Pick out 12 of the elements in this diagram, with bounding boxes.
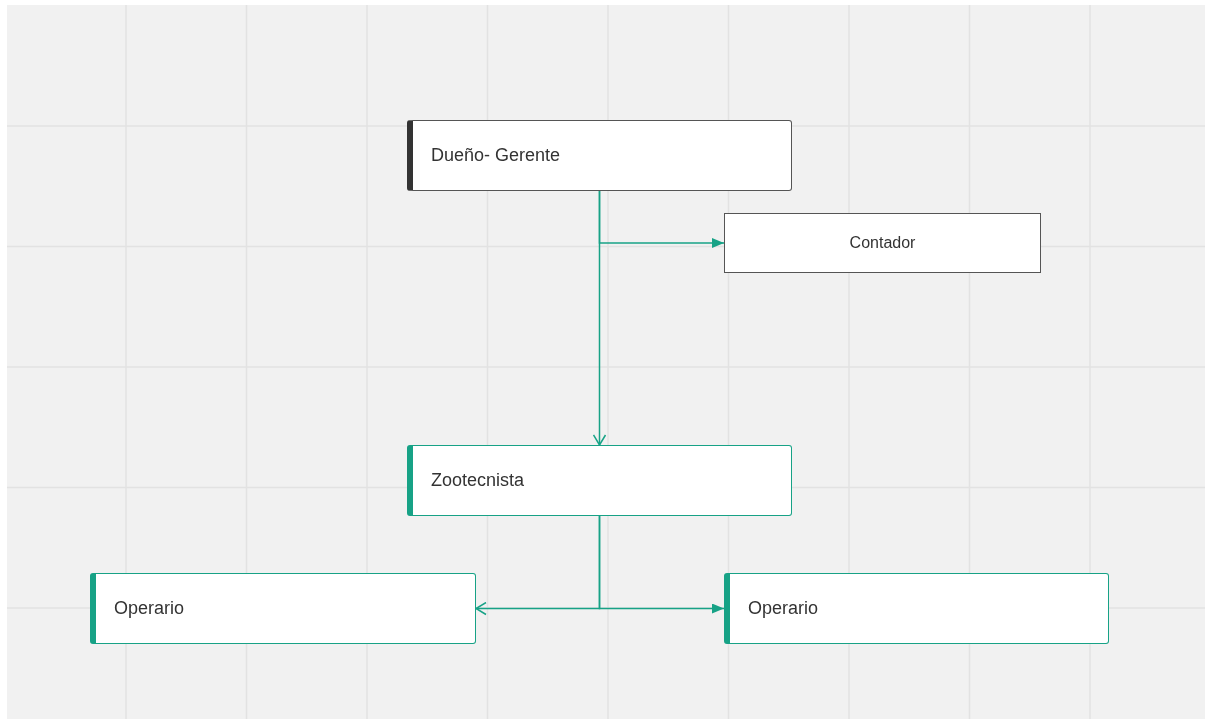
role-label: Contador <box>849 234 916 252</box>
role-box <box>90 573 476 644</box>
role-label: Operario <box>748 598 819 619</box>
arrow <box>598 515 725 614</box>
role-box <box>724 213 1041 273</box>
role-label: Zootecnista <box>431 470 525 491</box>
role-box <box>407 120 792 191</box>
role-box <box>407 445 792 516</box>
role-label: Operario <box>114 598 185 619</box>
arrow <box>592 190 607 446</box>
role-label: Dueño- Gerente <box>431 145 561 166</box>
role-box <box>724 573 1109 644</box>
